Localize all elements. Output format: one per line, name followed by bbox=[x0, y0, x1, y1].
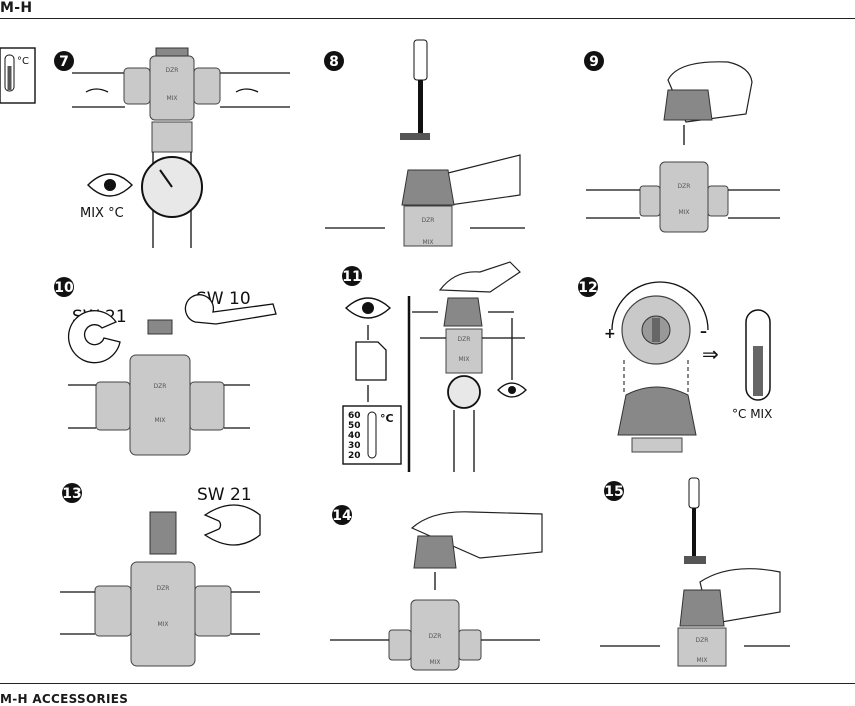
svg-text:15: 15 bbox=[604, 484, 623, 500]
svg-text:9: 9 bbox=[589, 54, 599, 70]
svg-text:MIX: MIX bbox=[696, 657, 707, 664]
valve-body: DZR MIX bbox=[95, 354, 225, 456]
thermometer-icon bbox=[367, 411, 377, 459]
scale-30: 30 bbox=[348, 441, 361, 451]
step-7-number: 7 bbox=[54, 51, 74, 71]
valve-spindle bbox=[149, 511, 177, 555]
svg-text:DZR: DZR bbox=[429, 633, 442, 640]
valve-body: DZR MIX bbox=[445, 328, 483, 374]
step-15: 15 DZR MIX bbox=[600, 477, 790, 667]
step-11-number: 11 bbox=[342, 266, 362, 286]
scale-50: 50 bbox=[348, 421, 361, 431]
thermometer-dial bbox=[447, 375, 481, 409]
page-header: M-H bbox=[0, 0, 33, 16]
valve-body: DZR MIX bbox=[123, 47, 221, 121]
step-12: 12 + – ⇒ °C MIX bbox=[578, 277, 772, 453]
valve-body: DZR MIX bbox=[403, 205, 453, 247]
rotate-minus: – bbox=[700, 324, 707, 340]
svg-text:MIX: MIX bbox=[429, 659, 440, 666]
flow-arrow-right bbox=[235, 88, 259, 93]
document-icon bbox=[355, 341, 387, 381]
svg-text:14: 14 bbox=[332, 508, 352, 524]
svg-text:7: 7 bbox=[59, 54, 69, 70]
screwdriver-icon bbox=[692, 478, 696, 558]
scale-20: 20 bbox=[348, 451, 361, 461]
screwdriver-icon bbox=[418, 40, 423, 135]
svg-text:8: 8 bbox=[329, 54, 339, 70]
wrench-icon bbox=[67, 310, 121, 364]
svg-text:10: 10 bbox=[54, 280, 74, 296]
thermometer-label: °C MIX bbox=[732, 407, 772, 421]
valve-knob bbox=[413, 535, 457, 569]
step-15-number: 15 bbox=[604, 481, 624, 501]
hand-icon bbox=[410, 511, 543, 559]
svg-text:MIX: MIX bbox=[166, 95, 177, 102]
step-14-number: 14 bbox=[332, 505, 352, 525]
svg-text:MIX: MIX bbox=[678, 209, 689, 216]
step-13: 13 SW 21 DZR MIX bbox=[60, 483, 261, 667]
step-9-number: 9 bbox=[584, 51, 604, 71]
valve-knob bbox=[663, 89, 713, 121]
wrench-icon bbox=[203, 504, 261, 546]
svg-text:DZR: DZR bbox=[458, 336, 471, 343]
step-7-unit: °C bbox=[17, 56, 29, 67]
wrench-size: SW 21 bbox=[197, 485, 252, 505]
svg-text:12: 12 bbox=[578, 280, 597, 296]
step-13-number: 13 bbox=[62, 483, 82, 503]
step-7: °C 7 DZR MIX MIX °C bbox=[0, 47, 290, 248]
svg-text:DZR: DZR bbox=[696, 637, 709, 644]
rotation-arrow bbox=[611, 281, 709, 331]
step-7-eye-label: MIX °C bbox=[80, 206, 124, 221]
header-rule bbox=[0, 18, 855, 19]
svg-text:MIX: MIX bbox=[422, 239, 433, 246]
valve-knob bbox=[617, 386, 697, 436]
svg-text:DZR: DZR bbox=[166, 67, 179, 74]
step-11: 11 60 50 40 30 20 °C DZR MIX bbox=[342, 261, 527, 472]
svg-text:13: 13 bbox=[62, 486, 81, 502]
flow-arrow-left bbox=[85, 88, 109, 93]
svg-text:DZR: DZR bbox=[157, 585, 170, 592]
svg-text:DZR: DZR bbox=[154, 383, 167, 390]
svg-text:MIX: MIX bbox=[154, 417, 165, 424]
valve-knob bbox=[443, 297, 483, 327]
scale-60: 60 bbox=[348, 411, 361, 421]
step-10: 10 SW 21 SW 10 DZR MIX bbox=[54, 277, 277, 456]
wrench-icon bbox=[184, 294, 277, 325]
step-14: 14 DZR MIX bbox=[330, 505, 543, 671]
valve-body: DZR MIX bbox=[388, 599, 482, 671]
valve-spindle bbox=[147, 319, 173, 335]
svg-text:DZR: DZR bbox=[422, 217, 435, 224]
step-9: 9 DZR MIX bbox=[584, 51, 780, 233]
svg-text:DZR: DZR bbox=[678, 183, 691, 190]
step-12-number: 12 bbox=[578, 277, 598, 297]
valve-knob bbox=[679, 589, 725, 627]
step-8-number: 8 bbox=[324, 51, 344, 71]
valve-body: DZR MIX bbox=[94, 561, 232, 667]
step-8: 8 DZR MIX bbox=[324, 39, 525, 247]
result-arrow: ⇒ bbox=[702, 342, 719, 366]
valve-body: DZR MIX bbox=[639, 161, 729, 233]
scale-40: 40 bbox=[348, 431, 361, 441]
svg-text:MIX: MIX bbox=[157, 621, 168, 628]
step-11-unit: °C bbox=[380, 412, 394, 425]
svg-text:MIX: MIX bbox=[458, 356, 469, 363]
step-10-number: 10 bbox=[54, 277, 74, 297]
valve-body: DZR MIX bbox=[677, 627, 727, 667]
rotate-plus: + bbox=[604, 326, 616, 342]
hand-icon bbox=[438, 261, 521, 293]
footer-rule bbox=[0, 683, 855, 684]
valve-knob bbox=[401, 169, 455, 206]
svg-text:11: 11 bbox=[342, 269, 361, 285]
